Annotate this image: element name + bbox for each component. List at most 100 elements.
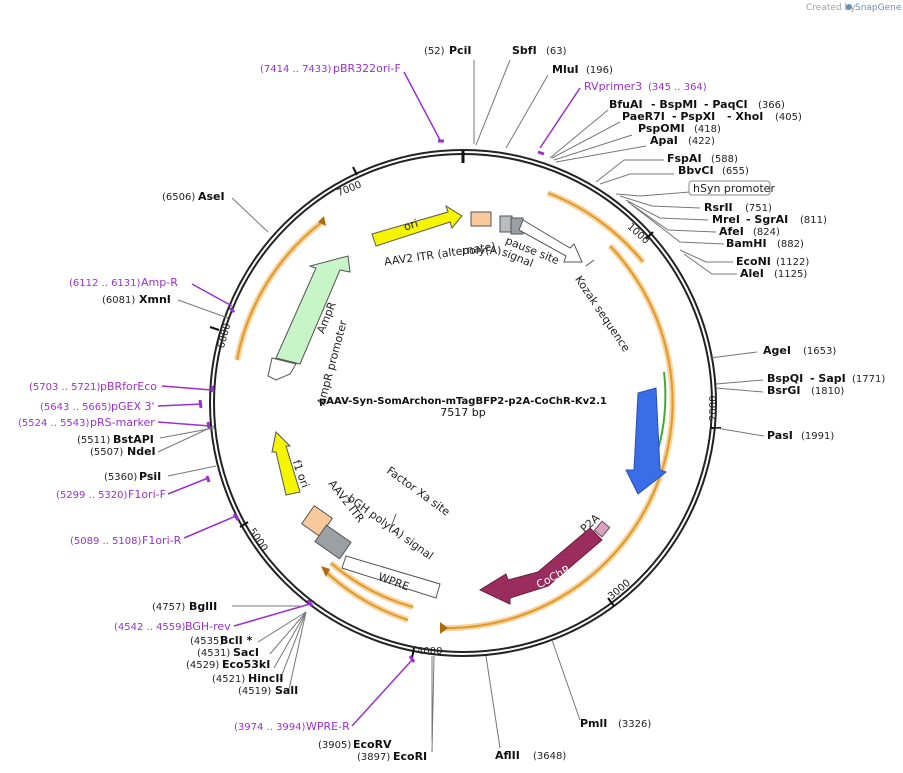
enzyme-name-sapi[interactable]: - SapI — [810, 372, 846, 385]
enzyme-pos-fspai: (588) — [711, 154, 738, 165]
enzyme-name-ndei[interactable]: NdeI — [127, 445, 156, 458]
enzyme-pos-bbvci: (655) — [722, 166, 749, 177]
enzyme-name-eco53ki[interactable]: Eco53kI — [222, 658, 270, 671]
enzyme-pos-mlui: (196) — [586, 65, 613, 76]
wpre-feature[interactable] — [341, 555, 441, 599]
ampr-feature[interactable] — [275, 255, 351, 365]
f1ori-feature[interactable] — [271, 430, 301, 496]
enzyme-name-asei[interactable]: AseI — [198, 190, 225, 203]
hsyn-promoter-feature[interactable] — [518, 219, 583, 263]
primer-range-pgex3: (5643 .. 5665) — [40, 402, 112, 413]
enzyme-name-xhoi[interactable]: - XhoI — [727, 110, 763, 123]
enzyme-name-afei[interactable]: AfeI — [719, 225, 744, 238]
mtagbfp2-label: mTagBFP2 — [671, 390, 690, 448]
enzyme-name-pspomi[interactable]: PspOMI — [638, 122, 685, 135]
enzyme-name-pasi[interactable]: PasI — [767, 429, 793, 442]
enzyme-name-mrei[interactable]: MreI — [712, 213, 740, 226]
orf-arc-5-arrowhead — [318, 216, 326, 226]
orf-arc-3 — [325, 571, 409, 621]
primer-marks — [198, 139, 545, 663]
primer-name-wpre-r[interactable]: WPRE-R — [306, 720, 350, 733]
enzyme-pos-sali: (4519) — [238, 686, 271, 697]
primer-name-pbr322ori-f[interactable]: pBR322ori-F — [333, 62, 401, 75]
primer-name-pbrforeco[interactable]: pBRforEco — [100, 380, 157, 393]
enzyme-name-fspai[interactable]: FspAI — [667, 152, 702, 165]
ori-feature[interactable] — [371, 204, 463, 247]
primer-name-f1ori-f[interactable]: F1ori-F — [128, 488, 166, 501]
cochr-feature[interactable] — [478, 527, 603, 605]
enzyme-name-sbfi[interactable]: SbfI — [512, 44, 537, 57]
enzyme-name-apai[interactable]: ApaI — [650, 134, 678, 147]
primer-name-amp-r[interactable]: Amp-R — [141, 276, 178, 289]
enzyme-pos-apai: (422) — [688, 136, 715, 147]
enzyme-name-paer7i[interactable]: PaeR7I — [622, 110, 665, 123]
aav2-itr-alt-feature[interactable] — [470, 211, 492, 227]
mtagbfp2-feature[interactable] — [625, 387, 668, 495]
enzyme-name-bfuai[interactable]: BfuAI — [609, 98, 643, 111]
orf-arc-2 — [439, 245, 674, 630]
enzyme-name-rsrii[interactable]: RsrII — [704, 201, 733, 214]
enzyme-name-econi[interactable]: EcoNI — [736, 255, 771, 268]
kozak-feature[interactable] — [585, 259, 595, 267]
enzyme-leaders — [157, 59, 765, 753]
enzyme-name-paqci[interactable]: - PaqCI — [704, 98, 748, 111]
primer-range-bgh-rev: (4542 .. 4559) — [114, 622, 186, 633]
primer-name-prs-marker[interactable]: pRS-marker — [90, 416, 155, 429]
orf-arc-1 — [547, 192, 644, 263]
enzyme-name-sali[interactable]: SalI — [275, 684, 298, 697]
enzyme-name-bspmi[interactable]: - BspMI — [651, 98, 697, 111]
factor-xa-label: Factor Xa site — [384, 464, 452, 519]
enzyme-pos-pasi: (1991) — [801, 431, 834, 442]
enzyme-pos-alei: (1125) — [774, 269, 807, 280]
ori-label: ori — [402, 217, 420, 234]
primer-name-f1ori-r[interactable]: F1ori-R — [142, 534, 182, 547]
enzyme-pos-pmli: (3326) — [618, 719, 651, 730]
enzyme-name-pcii[interactable]: PciI — [449, 44, 471, 57]
enzyme-pos-paqci: (366) — [758, 100, 785, 111]
enzyme-name-sgrai[interactable]: - SgrAI — [746, 213, 788, 226]
enzyme-name-ecori[interactable]: EcoRI — [393, 750, 427, 763]
enzyme-name-hincii[interactable]: HincII — [248, 672, 284, 685]
enzyme-name-bbvci[interactable]: BbvCI — [678, 164, 714, 177]
tick-label-2000: 2000 — [708, 396, 719, 421]
enzyme-name-mlui[interactable]: MluI — [552, 63, 579, 76]
enzyme-name-ecorv[interactable]: EcoRV — [353, 738, 392, 751]
enzyme-pos-econi: (1122) — [776, 257, 809, 268]
hsyn-promoter-box[interactable] — [688, 180, 771, 196]
enzyme-name-bamhi[interactable]: BamHI — [726, 237, 767, 250]
bgh-polya-label: bGH poly(A) signal — [345, 492, 436, 563]
enzyme-name-bstapi[interactable]: BstAPI — [113, 433, 154, 446]
orf-arc-4 — [330, 562, 414, 608]
enzyme-pos-bstapi: (5511) — [77, 435, 110, 446]
primer-leaders — [157, 71, 581, 727]
primer-name-rvprimer3[interactable]: RVprimer3 — [584, 80, 642, 93]
ampr-promoter-feature[interactable] — [267, 357, 297, 381]
enzyme-pos-bamhi: (882) — [777, 239, 804, 250]
enzyme-name-agei[interactable]: AgeI — [763, 344, 791, 357]
enzyme-name-aflii[interactable]: AflII — [495, 749, 520, 762]
enzyme-name-pspxi[interactable]: - PspXI — [672, 110, 715, 123]
primer-range-amp-r: (6112 .. 6131) — [69, 278, 141, 289]
enzyme-name-saci[interactable]: SacI — [233, 646, 259, 659]
bgh-polya-feature[interactable] — [314, 524, 352, 560]
enzyme-name-pmli[interactable]: PmlI — [580, 717, 607, 730]
enzyme-pos-rsrii: (751) — [745, 203, 772, 214]
factor-xa-feature[interactable] — [389, 513, 397, 531]
enzyme-name-bspqi[interactable]: BspQI — [767, 372, 803, 385]
enzyme-pos-agei: (1653) — [803, 346, 836, 357]
enzyme-name-bglii[interactable]: BglII — [189, 600, 217, 613]
primer-name-bgh-rev[interactable]: BGH-rev — [185, 620, 231, 633]
enzyme-pos-pspomi: (418) — [694, 124, 721, 135]
primer-range-f1ori-r: (5089 .. 5108) — [70, 536, 142, 547]
enzyme-name-bcli[interactable]: BclI * — [220, 634, 253, 647]
primer-name-pgex3[interactable]: pGEX 3' — [111, 400, 155, 413]
enzyme-name-alei[interactable]: AleI — [740, 267, 764, 280]
enzyme-name-xmni[interactable]: XmnI — [139, 293, 171, 306]
enzyme-pos-aflii: (3648) — [533, 751, 566, 762]
p2a-feature[interactable] — [593, 520, 611, 538]
enzyme-name-bsrgi[interactable]: BsrGI — [767, 384, 800, 397]
tick-label-4000: 4000 — [417, 646, 442, 657]
enzyme-name-psii[interactable]: PsiI — [139, 470, 161, 483]
polya-signal-feature[interactable] — [499, 215, 513, 233]
snapgene-logo-icon — [846, 4, 852, 10]
